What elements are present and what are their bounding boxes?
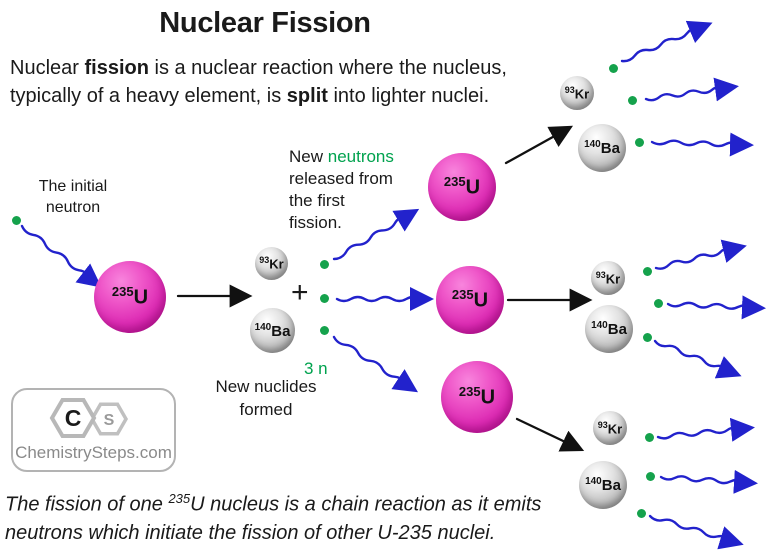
neutron-dot (12, 216, 21, 225)
neutron-trajectory-arrow (332, 335, 419, 393)
kr93-label: 93Kr (259, 255, 284, 272)
fission-arrow (504, 125, 574, 165)
fission-arrow (515, 417, 585, 452)
neutron-dot (637, 509, 646, 518)
ba140-nucleus-1: 140Ba (250, 308, 295, 353)
ba140-label: 140Ba (584, 139, 620, 157)
u235-nucleus-gen2-top: 235U (428, 153, 496, 221)
neutron-trajectory-arrow (656, 417, 755, 442)
intro-line-1: Nuclear fission is a nuclear reaction wh… (10, 57, 507, 79)
neutron-dot (645, 433, 654, 442)
caption-line-2: neutrons which initiate the fission of o… (5, 521, 496, 544)
logo-site-text: ChemistrySteps.com (15, 443, 172, 462)
ba140-nucleus-3: 140Ba (585, 305, 633, 353)
neutron-trajectory-arrow (648, 514, 744, 550)
logo-letter-s: S (104, 412, 115, 429)
caption-line-1: The fission of one 235U nucleus is a cha… (5, 491, 542, 516)
neutron-trajectory-arrow (666, 295, 766, 320)
label-initial-neutron: The initial neutron (38, 178, 108, 216)
neutron-dot (646, 472, 655, 481)
neutron-dot (643, 267, 652, 276)
kr93-nucleus-3: 93Kr (591, 261, 625, 295)
kr93-label: 93Kr (595, 269, 621, 287)
neutron-trajectory-arrow (659, 469, 758, 494)
neutron-trajectory-arrow (654, 239, 747, 270)
u235-nucleus-gen2-middle: 235U (436, 266, 504, 334)
neutron-trajectory-arrow (653, 339, 742, 379)
u235-label: 235U (443, 174, 481, 199)
plus-sign: + (291, 276, 309, 309)
neutron-trajectory-arrow (20, 224, 102, 288)
neutron-trajectory-arrow (620, 20, 713, 63)
kr93-nucleus-1: 93Kr (255, 247, 288, 280)
neutron-dot (320, 326, 329, 335)
u235-label: 235U (458, 384, 496, 409)
page-title: Nuclear Fission (159, 7, 371, 39)
label-3n: 3 n (304, 359, 328, 378)
ba140-nucleus-4: 140Ba (579, 461, 627, 509)
u235-nucleus-gen2-bottom: 235U (441, 361, 513, 433)
kr93-nucleus-2: 93Kr (560, 76, 594, 110)
intro-line-2: typically of a heavy element, is split i… (10, 85, 490, 107)
neutron-dot (320, 294, 329, 303)
ba140-nucleus-2: 140Ba (578, 124, 626, 172)
label-new-neutrons: New neutrons released from the first fis… (289, 147, 394, 232)
logo-letter-c: C (65, 405, 82, 431)
intro-text: Nuclear fission is a nuclear reaction wh… (10, 54, 610, 110)
neutron-dot (643, 333, 652, 342)
hexagon-c-icon (49, 398, 97, 438)
kr93-label: 93Kr (597, 419, 623, 437)
neutron-trajectory-arrow (650, 132, 754, 157)
neutron-dot (609, 64, 618, 73)
u235-label: 235U (111, 284, 149, 309)
caption-text: The fission of one 235U nucleus is a cha… (5, 485, 605, 547)
u235-nucleus-initial: 235U (94, 261, 166, 333)
ba140-label: 140Ba (254, 321, 291, 340)
kr93-nucleus-4: 93Kr (593, 411, 627, 445)
kr93-label: 93Kr (564, 84, 590, 102)
neutron-dot (320, 260, 329, 269)
ba140-label: 140Ba (585, 476, 621, 494)
ba140-label: 140Ba (591, 320, 627, 338)
neutron-dot (628, 96, 637, 105)
chemistrysteps-logo[interactable]: C S ChemistrySteps.com (11, 388, 176, 472)
neutron-trajectory-arrow (332, 208, 420, 261)
neutron-dot (654, 299, 663, 308)
neutron-trajectory-arrow (335, 287, 434, 311)
u235-label: 235U (451, 287, 489, 312)
neutron-trajectory-arrow (644, 77, 739, 102)
label-new-nuclides: New nuclides formed (215, 377, 317, 419)
neutron-dot (635, 138, 644, 147)
logo-hexagons-icon: C S (49, 398, 129, 438)
